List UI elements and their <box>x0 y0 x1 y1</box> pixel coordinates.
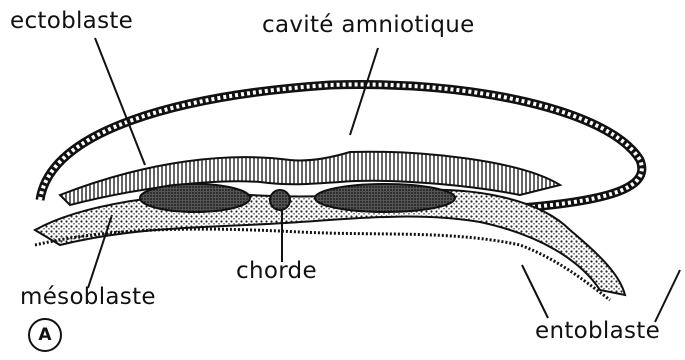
label-entoblaste: entoblaste <box>535 318 660 344</box>
label-chorde: chorde <box>236 258 317 284</box>
leader-entoblaste <box>522 265 548 318</box>
label-ectoblaste: ectoblaste <box>10 8 133 34</box>
chorde-shape <box>270 190 290 210</box>
label-cavite-amniotique: cavité amniotique <box>262 12 475 38</box>
leader-right-edge <box>655 270 680 322</box>
figure-badge: A <box>28 318 62 352</box>
leader-ectoblaste <box>95 38 145 165</box>
label-mesoblaste: mésoblaste <box>20 284 156 310</box>
leader-cavite <box>350 48 378 135</box>
somite-left <box>140 184 250 212</box>
somite-right <box>315 184 455 212</box>
